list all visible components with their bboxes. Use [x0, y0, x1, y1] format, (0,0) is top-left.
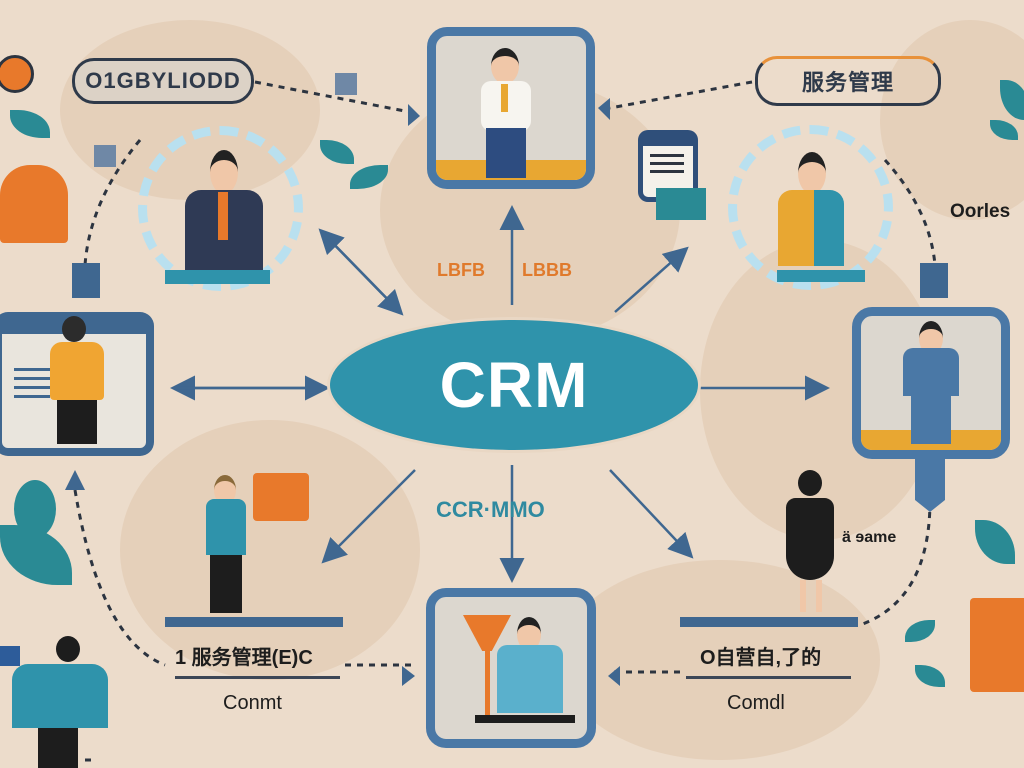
person-suit-figure — [180, 150, 270, 275]
label-top-right: LBBB — [522, 260, 572, 280]
platform-bar — [680, 617, 858, 627]
bottom-left-caption: Conmt — [223, 692, 282, 714]
chat-bubble-icon — [253, 473, 309, 521]
background-blob — [120, 420, 420, 680]
node-card-right — [852, 307, 1010, 459]
podium-icon — [777, 270, 865, 282]
background-blob — [560, 560, 880, 760]
node-ring-top-left — [138, 126, 303, 291]
bottom-right-title: O自营自,了的 — [700, 647, 822, 669]
divider-line — [686, 676, 851, 679]
pill-left-text: O1GBYLIODD — [85, 68, 241, 93]
crm-hub: CRM — [330, 320, 698, 450]
leaf-icon — [905, 620, 935, 642]
plant-pot-icon — [970, 598, 1024, 692]
leaf-icon — [915, 665, 945, 687]
crm-hub-label: CRM — [439, 349, 589, 421]
person-phone-figure — [0, 636, 108, 768]
platform-bar — [165, 617, 343, 627]
label-bottom-center: CCR·MMO — [436, 497, 545, 522]
node-card-bottom — [426, 588, 596, 748]
node-browser-left — [0, 312, 154, 456]
node-card-top — [427, 27, 595, 189]
label-pill-right: 服务管理 — [755, 56, 941, 106]
person-walking-figure — [778, 470, 848, 615]
bottom-right-caption: Comdl — [727, 692, 785, 714]
podium-icon — [165, 270, 270, 284]
label-top-left: LBFB — [437, 260, 485, 280]
node-ring-top-right — [728, 125, 893, 290]
bottom-left-title: 1 服务管理(E)C — [175, 647, 313, 669]
person-jacket-figure — [778, 152, 848, 267]
person-teal-figure — [200, 475, 250, 615]
flower-icon — [0, 55, 34, 93]
document-icon — [638, 130, 706, 220]
pill-right-text: 服务管理 — [801, 70, 894, 95]
divider-line — [175, 676, 340, 679]
leaf-icon — [990, 120, 1018, 140]
plant-pot-icon — [0, 165, 68, 243]
side-text-right: Oorles — [950, 201, 1011, 222]
side-text-right-lower: ä ɘame — [842, 529, 897, 546]
label-pill-left: O1GBYLIODD — [72, 58, 254, 104]
